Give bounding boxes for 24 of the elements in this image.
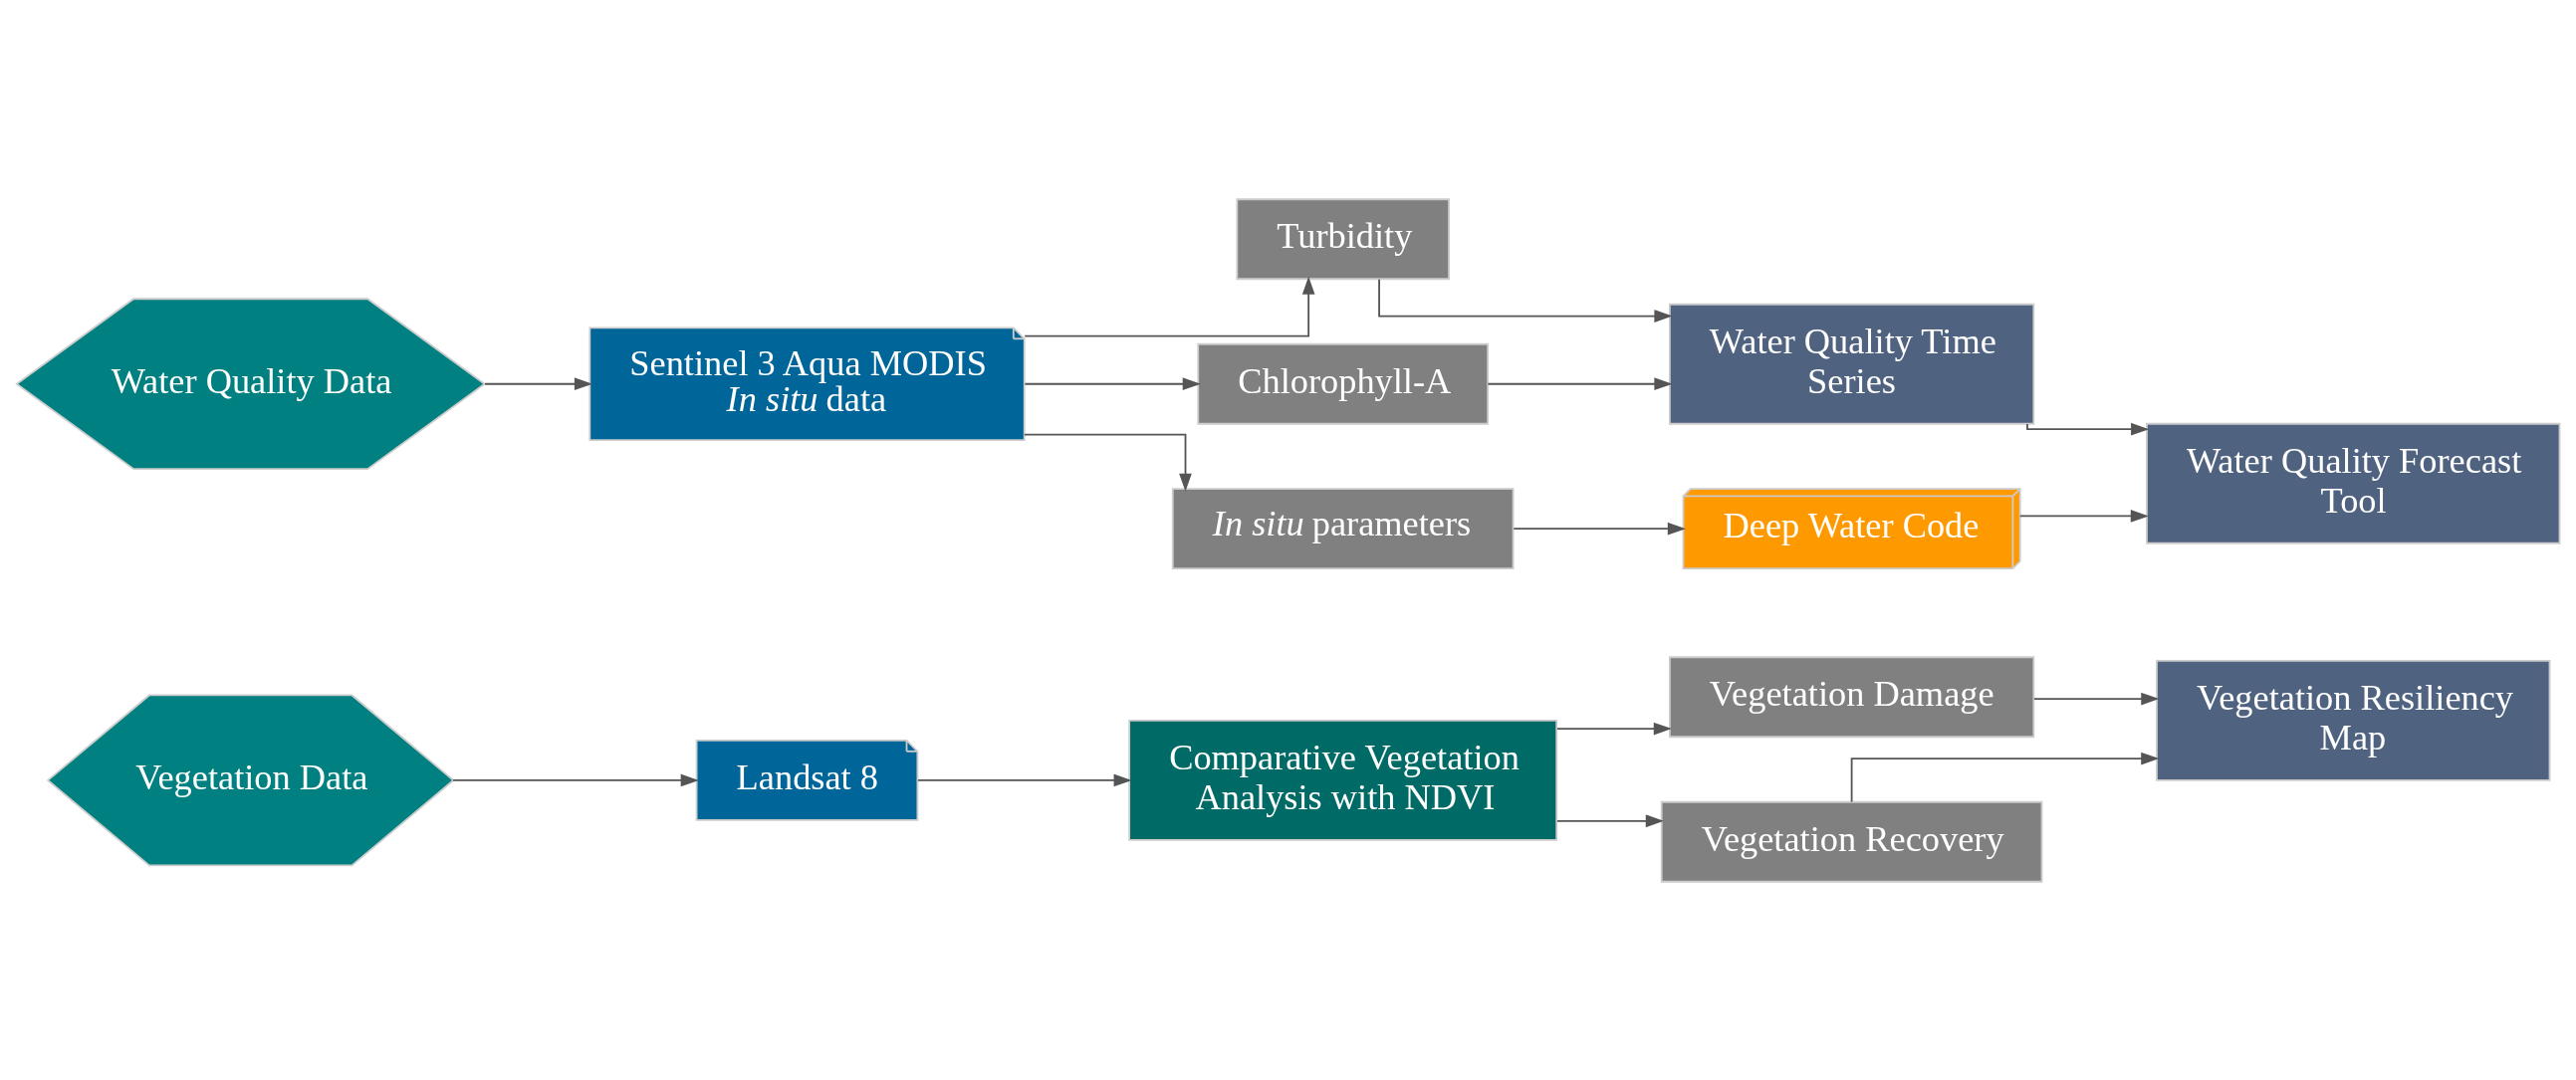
arrow [1378, 278, 1673, 323]
node-box: Turbidity [1236, 197, 1450, 280]
arrow [2026, 422, 2150, 436]
arrow [2032, 692, 2160, 705]
node-box: Vegetation Recovery [1660, 800, 2043, 883]
arrow [1850, 752, 2160, 802]
node-box: Water Quality Time Series [1668, 303, 2035, 425]
arrow [917, 773, 1132, 786]
node-box: Comparative Vegetation Analysis with NDVI [1128, 719, 1558, 841]
node-box: In situ parameters [1171, 487, 1515, 569]
arrow [1024, 376, 1201, 390]
arrow [1023, 433, 1192, 492]
arrow [484, 376, 593, 390]
arrow [1024, 276, 1315, 336]
node-box: Vegetation Damage [1668, 655, 2035, 738]
arrow [1556, 813, 1664, 827]
arrow [452, 773, 699, 786]
node-box: Water Quality Forecast Tool [2146, 422, 2561, 544]
arrow [2018, 509, 2149, 523]
arrow [1487, 376, 1673, 390]
node-box: Vegetation Resiliency Map [2156, 659, 2551, 781]
arrow [1513, 522, 1686, 536]
arrow [1556, 722, 1672, 735]
node-box: Chlorophyll-A [1197, 342, 1490, 425]
